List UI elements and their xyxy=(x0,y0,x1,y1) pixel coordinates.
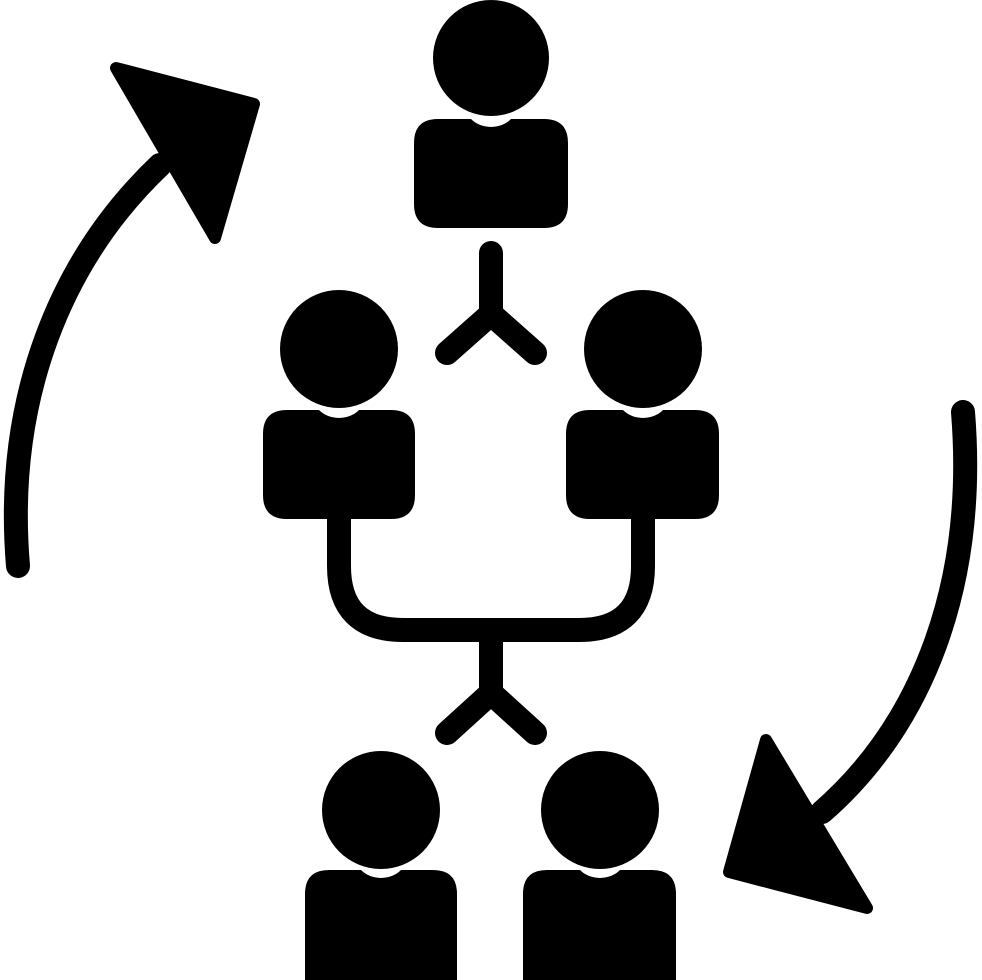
cycle-arrow-down-left-icon xyxy=(723,400,978,914)
person-middle-left-icon xyxy=(263,290,415,519)
person-middle-right-icon xyxy=(566,290,719,519)
branch-down-icon xyxy=(435,241,547,365)
person-top-icon xyxy=(414,0,568,228)
cycle-arrow-up-right-icon xyxy=(3,62,260,578)
person-bottom-left-icon xyxy=(305,751,457,980)
person-bottom-right-icon xyxy=(523,751,676,980)
merge-branch-icon xyxy=(327,507,655,745)
